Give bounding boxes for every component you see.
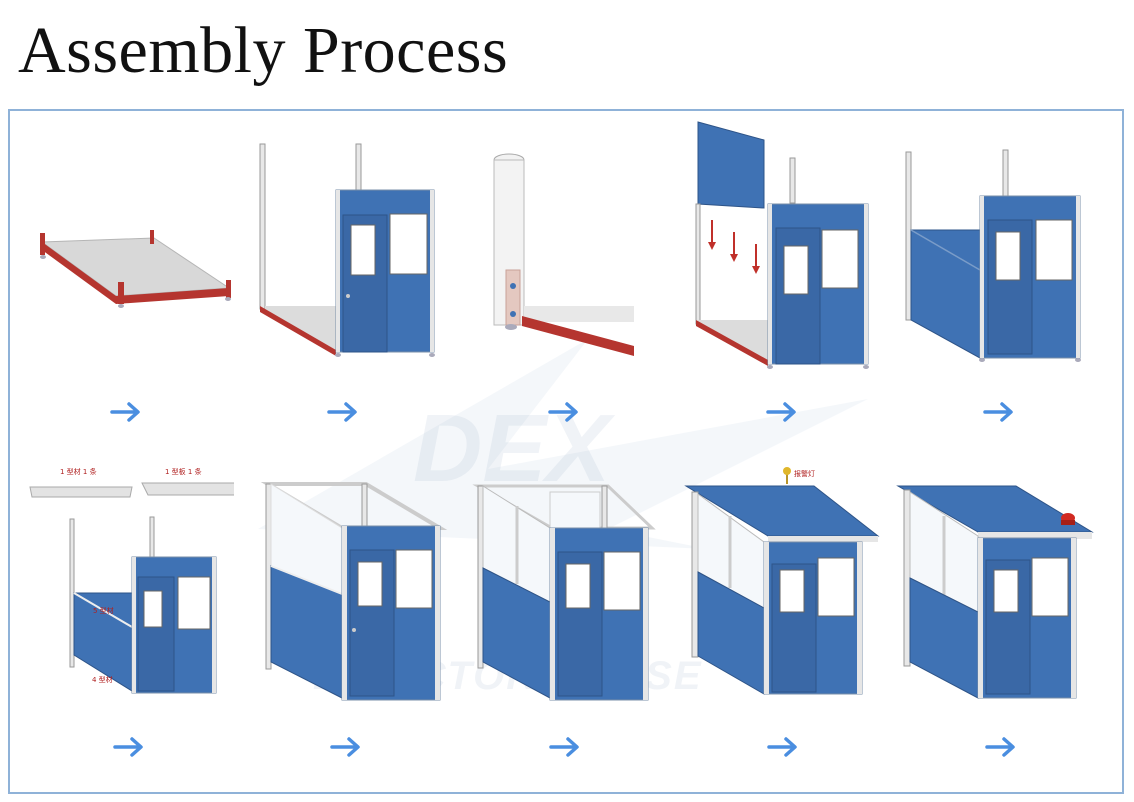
part-label-2: 1 型板 1 条	[165, 468, 202, 476]
arrow-right-icon	[985, 737, 1015, 757]
step-5-wall-panel	[905, 149, 1081, 362]
arrow-right-icon	[548, 402, 578, 422]
step-1-base-frame	[40, 230, 231, 308]
side-label: 5 型材	[93, 607, 114, 615]
step-3-corner-post	[493, 153, 634, 356]
step-4-side-panel-drop	[695, 121, 869, 369]
step-2-door-panel	[259, 143, 435, 357]
arrow-right-icon	[330, 737, 360, 757]
arrow-right-icon	[983, 402, 1013, 422]
step-10-beacon-light	[896, 485, 1094, 699]
arrow-right-icon	[549, 737, 579, 757]
page-title: Assembly Process	[18, 14, 509, 87]
arrow-right-icon	[113, 737, 143, 757]
step-9-roof	[684, 467, 880, 695]
step-6-top-beam	[29, 482, 234, 694]
corner-label: 4 型材	[92, 676, 113, 684]
arrow-right-icon	[327, 402, 357, 422]
step-8-windows	[472, 484, 656, 701]
arrow-right-icon	[767, 737, 797, 757]
part-label-1: 1 型材 1 条	[60, 468, 97, 476]
arrow-right-icon	[110, 402, 140, 422]
step-7-upper-frame	[260, 482, 448, 701]
beacon-label: 报警灯	[794, 470, 815, 478]
arrow-right-icon	[766, 402, 796, 422]
